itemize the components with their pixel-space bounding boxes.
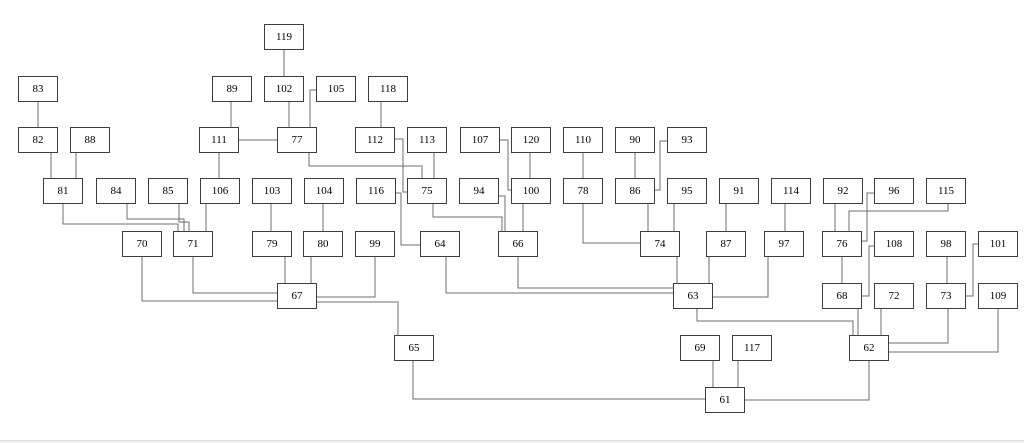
- edge-94-66: [499, 195, 506, 231]
- node-72: 72: [874, 283, 914, 309]
- edge-71-67: [192, 257, 277, 294]
- node-92: 92: [823, 178, 863, 204]
- node-85: 85: [148, 178, 188, 204]
- edge-67-65: [317, 301, 399, 335]
- edge-77-75: [308, 153, 423, 178]
- node-115: 115: [926, 178, 966, 204]
- node-64: 64: [420, 231, 460, 257]
- node-84: 84: [96, 178, 136, 204]
- edge-99-67: [317, 257, 376, 298]
- node-116: 116: [356, 178, 396, 204]
- node-68: 68: [822, 283, 862, 309]
- edge-105-77: [309, 89, 316, 127]
- node-103: 103: [252, 178, 292, 204]
- node-110: 110: [563, 127, 603, 153]
- node-89: 89: [212, 76, 252, 102]
- edge-108-68: [862, 245, 874, 297]
- node-71: 71: [173, 231, 213, 257]
- edge-109-62: [889, 309, 999, 353]
- node-83: 83: [18, 76, 58, 102]
- node-67: 67: [277, 283, 317, 309]
- node-95: 95: [667, 178, 707, 204]
- edge-116-64: [396, 192, 420, 246]
- node-90: 90: [615, 127, 655, 153]
- node-119: 119: [264, 24, 304, 50]
- node-113: 113: [407, 127, 447, 153]
- edge-97-63: [713, 257, 769, 298]
- node-63: 63: [673, 283, 713, 309]
- node-61: 61: [705, 387, 745, 413]
- node-108: 108: [874, 231, 914, 257]
- node-99: 99: [355, 231, 395, 257]
- edge-96-76: [862, 192, 874, 242]
- node-100: 100: [511, 178, 551, 204]
- node-82: 82: [18, 127, 58, 153]
- node-109: 109: [978, 283, 1018, 309]
- node-80: 80: [303, 231, 343, 257]
- node-62: 62: [849, 335, 889, 361]
- edge-85-71: [178, 204, 190, 231]
- node-73: 73: [926, 283, 966, 309]
- node-107: 107: [460, 127, 500, 153]
- node-77: 77: [277, 127, 317, 153]
- node-96: 96: [874, 178, 914, 204]
- node-91: 91: [719, 178, 759, 204]
- edge-75-66: [432, 204, 503, 231]
- node-75: 75: [407, 178, 447, 204]
- node-104: 104: [304, 178, 344, 204]
- edge-115-76: [848, 204, 949, 231]
- node-97: 97: [764, 231, 804, 257]
- node-94: 94: [459, 178, 499, 204]
- node-118: 118: [368, 76, 408, 102]
- node-88: 88: [70, 127, 110, 153]
- edge-66-63: [517, 257, 673, 289]
- edge-107-100: [500, 139, 511, 191]
- node-102: 102: [264, 76, 304, 102]
- node-86: 86: [615, 178, 655, 204]
- edge-112-75: [395, 138, 407, 193]
- node-117: 117: [732, 335, 772, 361]
- node-65: 65: [394, 335, 434, 361]
- node-66: 66: [498, 231, 538, 257]
- edge-84-71: [126, 204, 185, 231]
- node-120: 120: [511, 127, 551, 153]
- edge-73-62: [889, 309, 949, 344]
- edge-81-71: [62, 204, 179, 231]
- node-114: 114: [771, 178, 811, 204]
- edge-64-63: [445, 257, 673, 294]
- node-111: 111: [199, 127, 239, 153]
- node-98: 98: [926, 231, 966, 257]
- node-76: 76: [822, 231, 862, 257]
- node-105: 105: [316, 76, 356, 102]
- node-93: 93: [667, 127, 707, 153]
- node-101: 101: [978, 231, 1018, 257]
- bottom-strip: [0, 440, 1024, 443]
- edge-93-86: [655, 140, 667, 191]
- node-112: 112: [355, 127, 395, 153]
- node-74: 74: [640, 231, 680, 257]
- edge-101-73: [966, 243, 978, 297]
- edge-65-61: [412, 361, 705, 400]
- edge-63-62: [696, 309, 854, 335]
- node-106: 106: [200, 178, 240, 204]
- edge-62-61: [745, 361, 870, 401]
- node-79: 79: [252, 231, 292, 257]
- node-87: 87: [706, 231, 746, 257]
- edge-70-67: [141, 257, 277, 302]
- node-69: 69: [680, 335, 720, 361]
- node-81: 81: [43, 178, 83, 204]
- node-70: 70: [122, 231, 162, 257]
- edge-78-74: [582, 204, 640, 244]
- node-78: 78: [563, 178, 603, 204]
